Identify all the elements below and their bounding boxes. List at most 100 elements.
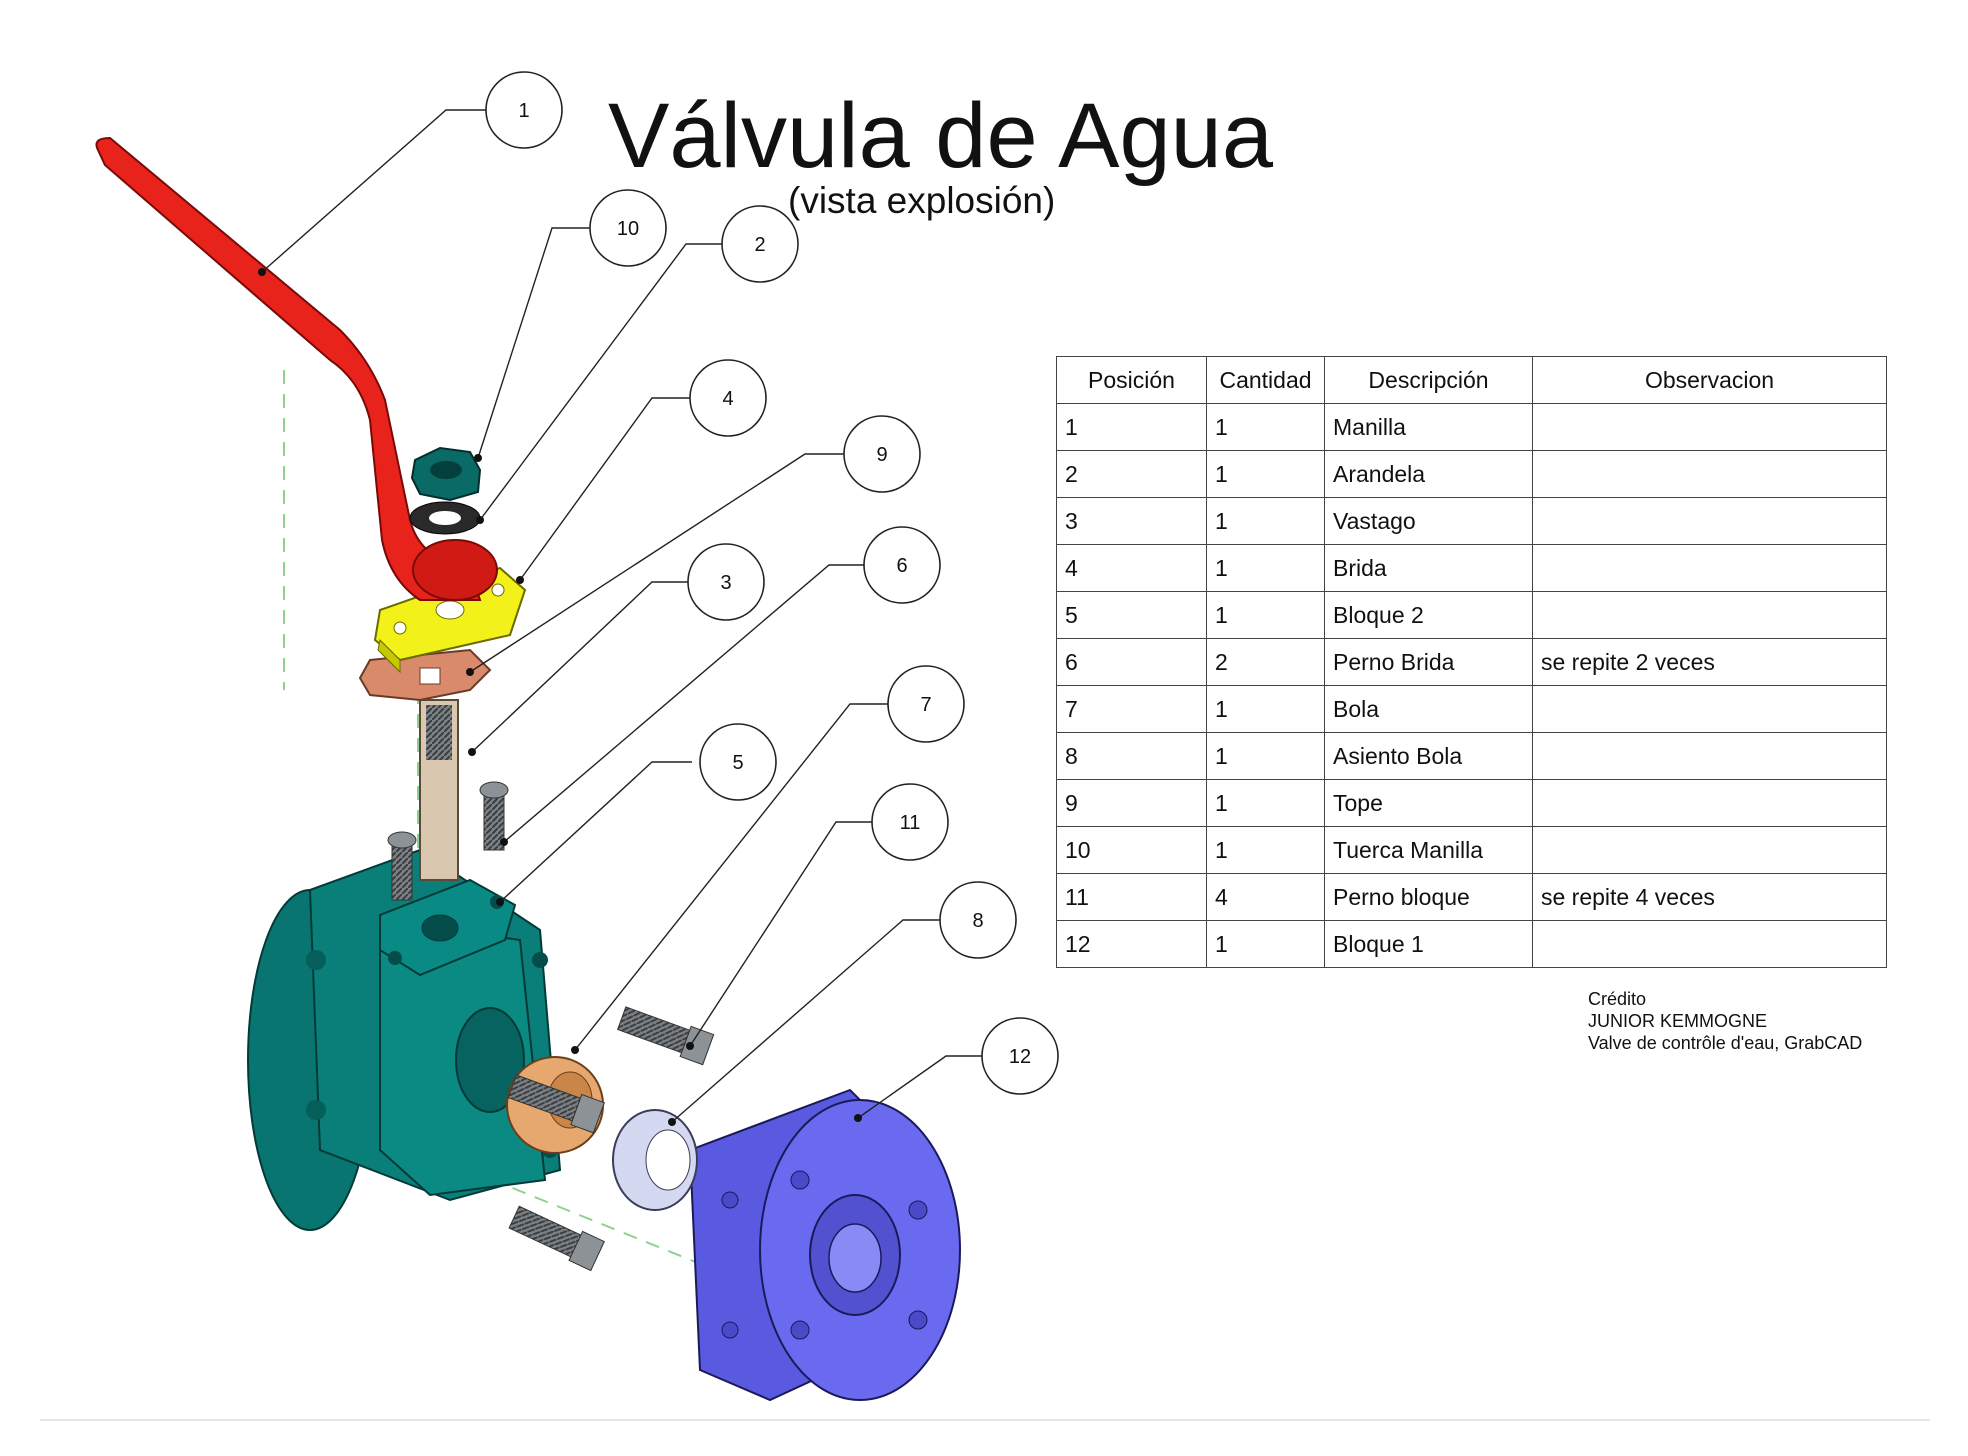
cell-cantidad: 1 [1206,450,1325,498]
credit-author: JUNIOR KEMMOGNE [1588,1011,1768,1031]
cell-observacion [1532,732,1887,780]
brida-part [373,566,527,674]
page-subtitle: (vista explosión) [788,180,1056,221]
cell-descripcion: Tope [1324,779,1533,827]
leader-arrowheads [258,268,862,1126]
cell-descripcion: Bloque 2 [1324,591,1533,639]
tuerca-manilla-part [410,446,482,502]
balloon-12: 12 [981,1017,1059,1095]
cell-observacion [1532,920,1887,968]
credit-label: Crédito [1588,989,1647,1009]
cell-observacion [1532,826,1887,874]
cell-posicion: 4 [1056,544,1207,592]
cell-cantidad: 1 [1206,403,1325,451]
cell-observacion [1532,544,1887,592]
cell-cantidad: 1 [1206,544,1325,592]
balloon-7-label: 7 [920,694,931,716]
header-descripcion: Descripción [1324,356,1533,404]
balloon-11: 11 [871,783,949,861]
balloon-1-label: 1 [518,100,529,122]
cell-cantidad: 2 [1206,638,1325,686]
manilla-part [95,136,498,601]
cell-cantidad: 1 [1206,591,1325,639]
balloon-6-label: 6 [896,555,907,577]
balloon-2-label: 2 [754,234,765,256]
cell-posicion: 9 [1056,779,1207,827]
vastago-part [419,699,459,881]
balloon-10: 10 [589,189,667,267]
cell-descripcion: Perno Brida [1324,638,1533,686]
cell-cantidad: 1 [1206,732,1325,780]
parts-table: Posición Cantidad Descripción Observacio… [1056,356,1887,968]
cell-cantidad: 1 [1206,826,1325,874]
cell-posicion: 5 [1056,591,1207,639]
credit-block: Crédito JUNIOR KEMMOGNE Valve de contrôl… [1588,988,1862,1054]
perno-brida-part [387,781,509,901]
cell-descripcion: Tuerca Manilla [1324,826,1533,874]
cell-descripcion: Arandela [1324,450,1533,498]
balloon-1: 1 [485,71,563,149]
cell-cantidad: 1 [1206,685,1325,733]
page-title: Válvula de Agua [608,85,1273,187]
cell-posicion: 2 [1056,450,1207,498]
cell-posicion: 8 [1056,732,1207,780]
balloon-4-label: 4 [722,388,733,410]
cell-observacion [1532,779,1887,827]
cell-posicion: 1 [1056,403,1207,451]
cell-posicion: 11 [1056,873,1207,921]
cell-descripcion: Bloque 1 [1324,920,1533,968]
cell-cantidad: 4 [1206,873,1325,921]
cell-observacion: se repite 2 veces [1532,638,1887,686]
cell-cantidad: 1 [1206,497,1325,545]
cell-posicion: 6 [1056,638,1207,686]
balloon-9: 9 [843,415,921,493]
balloon-9-label: 9 [876,444,887,466]
table-header-row: Posición Cantidad Descripción Observacio… [1056,356,1887,404]
cell-observacion [1532,685,1887,733]
cell-descripcion: Bola [1324,685,1533,733]
balloon-3-label: 3 [720,572,731,594]
balloon-3: 3 [687,543,765,621]
cell-cantidad: 1 [1206,779,1325,827]
cell-posicion: 12 [1056,920,1207,968]
cell-observacion [1532,403,1887,451]
balloon-7: 7 [887,665,965,743]
balloon-10-label: 10 [617,218,639,240]
cell-observacion [1532,450,1887,498]
credit-source: Valve de contrôle d'eau, GrabCAD [1588,1033,1863,1053]
perno-bloque-part [507,1006,715,1272]
header-posicion: Posición [1056,356,1207,404]
arandela-part [409,501,481,535]
header-cantidad: Cantidad [1206,356,1325,404]
cell-descripcion: Brida [1324,544,1533,592]
cell-descripcion: Perno bloque [1324,873,1533,921]
balloon-5: 5 [699,723,777,801]
cell-posicion: 3 [1056,497,1207,545]
balloon-11-label: 11 [900,812,921,834]
cell-observacion [1532,591,1887,639]
asiento-bola-part [612,1109,698,1211]
cell-observacion: se repite 4 veces [1532,873,1887,921]
header-observacion: Observacion [1532,356,1887,404]
cell-observacion [1532,497,1887,545]
balloon-6: 6 [863,526,941,604]
balloon-2: 2 [721,205,799,283]
cell-posicion: 7 [1056,685,1207,733]
cell-descripcion: Asiento Bola [1324,732,1533,780]
balloon-4: 4 [689,359,767,437]
cell-descripcion: Manilla [1324,403,1533,451]
cell-descripcion: Vastago [1324,497,1533,545]
bloque-1-part [688,1088,961,1402]
